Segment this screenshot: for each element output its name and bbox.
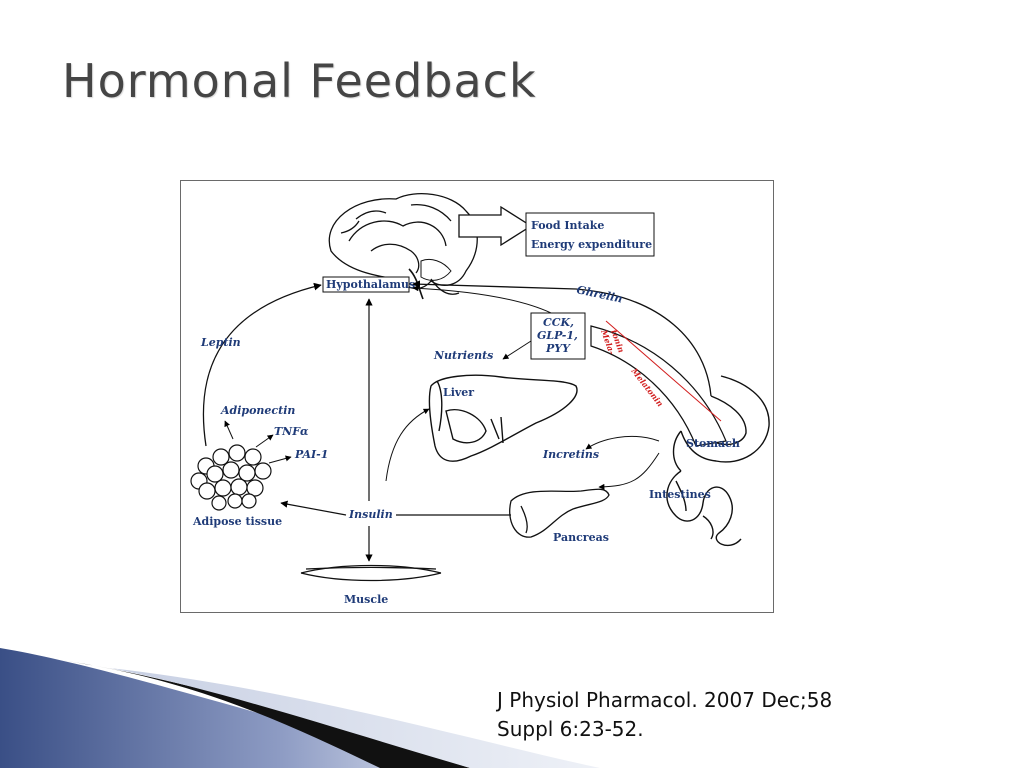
citation-line-2: Suppl 6:23-52. <box>497 717 644 741</box>
liver-illustration <box>428 374 578 462</box>
stomach-to-liver-arrow <box>585 435 660 450</box>
cck-to-liver-arrow <box>502 340 532 360</box>
incretins-arrow <box>598 452 660 490</box>
melatonin-line <box>605 320 722 422</box>
cck-label: CCK, <box>543 316 574 329</box>
tnfa-arrow <box>255 434 274 448</box>
incretins-label: Incretins <box>542 448 599 461</box>
adiponectin-arrow <box>224 420 234 440</box>
adipose-illustration <box>190 444 272 511</box>
food-intake-label: Food Intake <box>531 219 604 232</box>
muscle-label: Muscle <box>344 593 388 606</box>
energy-expenditure-label: Energy expenditure <box>531 238 652 251</box>
hypothalamus-box <box>322 276 410 293</box>
cck-to-hypothalamus-arrow <box>412 285 552 314</box>
insulin-to-adipose-arrow <box>280 500 347 516</box>
pancreas-illustration <box>509 488 610 538</box>
pyy-label: PYY <box>545 342 571 355</box>
stomach-label: Stomach <box>686 437 740 450</box>
nutrients-label: Nutrients <box>433 349 493 362</box>
leptin-label: Leptin <box>200 336 241 349</box>
pai1-arrow <box>268 455 292 464</box>
adipose-tissue-label: Adipose tissue <box>192 515 282 528</box>
output-arrow <box>458 205 533 247</box>
leptin-arrow <box>202 282 322 447</box>
stomach-intestines-illustration <box>666 375 770 547</box>
pai1-label: PAI-1 <box>294 448 328 461</box>
muscle-illustration <box>300 564 442 582</box>
ghrelin-label: Ghrelin <box>575 283 623 305</box>
insulin-label: Insulin <box>348 508 393 521</box>
pancreas-label: Pancreas <box>553 531 609 544</box>
cck-box <box>530 312 586 360</box>
insulin-to-liver-arrow <box>385 408 430 482</box>
food-intake-box <box>525 212 655 257</box>
liver-label: Liver <box>443 386 474 399</box>
tnfa-label: TNFα <box>274 425 309 438</box>
hypothalamus-label: Hypothalamus <box>326 278 415 291</box>
glp1-label: GLP-1, <box>537 329 578 342</box>
adiponectin-label: Adiponectin <box>220 404 295 417</box>
stomach-signal-band <box>590 325 727 447</box>
hormonal-feedback-diagram: Food Intake Energy expenditure Hypothala… <box>180 180 774 613</box>
diagram-canvas: Food Intake Energy expenditure Hypothala… <box>190 193 770 606</box>
ghrelin-arrow <box>412 280 712 397</box>
slide-title: Hormonal Feedback <box>62 54 537 108</box>
intestines-label: Intestines <box>649 488 711 501</box>
citation-line-1: J Physiol Pharmacol. 2007 Dec;58 <box>497 688 833 712</box>
citation: J Physiol Pharmacol. 2007 Dec;58 Suppl 6… <box>497 686 937 744</box>
